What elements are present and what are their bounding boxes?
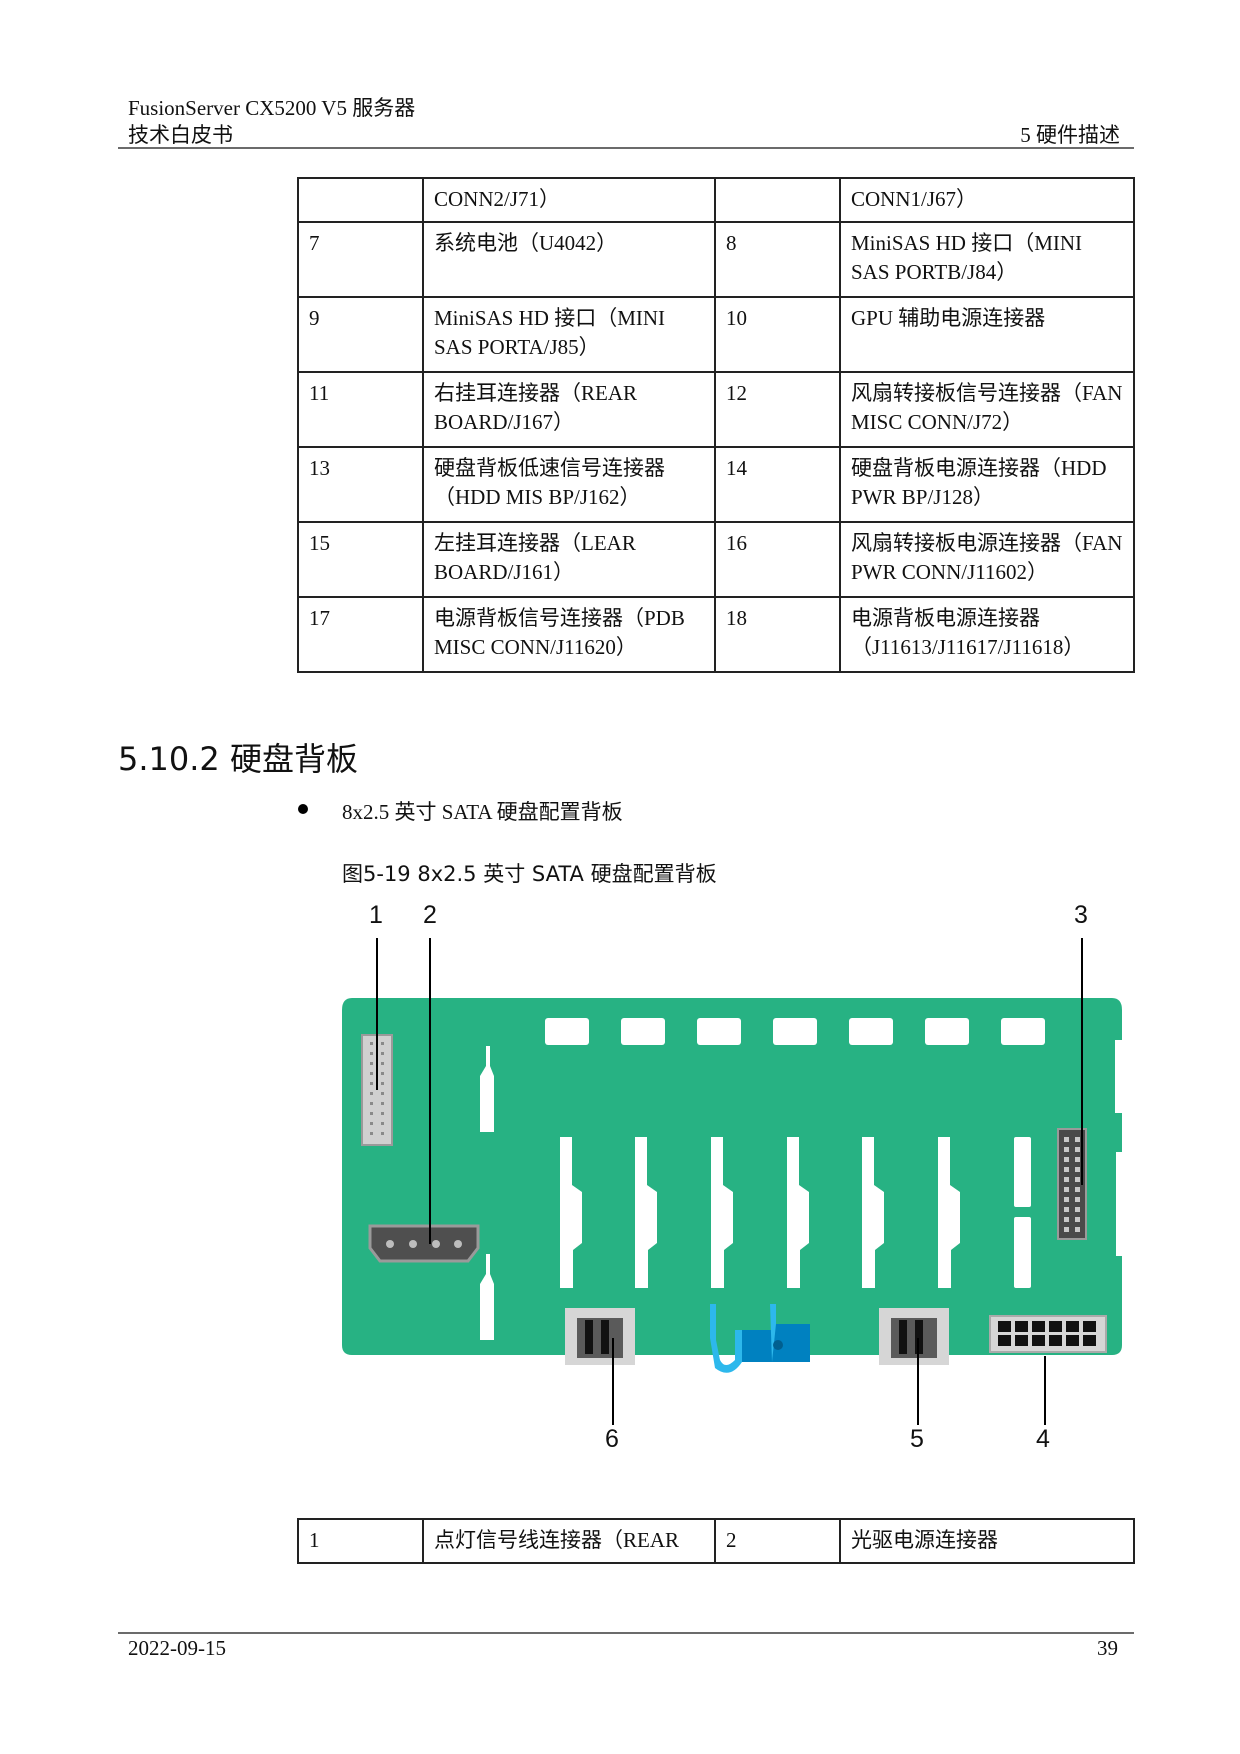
table-row: 17 电源背板信号连接器（PDB MISC CONN/J11620） 18 电源… — [297, 596, 1135, 673]
footer-date: 2022-09-15 — [128, 1636, 226, 1660]
header-rule — [118, 147, 1134, 149]
cell-num: 12 — [714, 371, 841, 448]
cell-desc: 电源背板信号连接器（PDB MISC CONN/J11620） — [422, 596, 716, 673]
cell-desc: 点灯信号线连接器（REAR — [422, 1518, 716, 1564]
cell-num: 8 — [714, 221, 841, 298]
cell-desc: 光驱电源连接器 — [839, 1518, 1135, 1564]
bullet-dot-icon — [298, 804, 308, 814]
cell-num: 7 — [297, 221, 424, 298]
table-row: 7 系统电池（U4042） 8 MiniSAS HD 接口（MINI SAS P… — [297, 221, 1135, 298]
footer-rule — [118, 1632, 1134, 1634]
cell-num — [714, 177, 841, 223]
cell-desc: 硬盘背板低速信号连接器（HDD MIS BP/J162） — [422, 446, 716, 523]
table-row: 1 点灯信号线连接器（REAR 2 光驱电源连接器 — [297, 1518, 1135, 1564]
cell-desc: CONN1/J67） — [839, 177, 1135, 223]
callout-4: 4 — [1036, 1425, 1050, 1453]
callout-5: 5 — [910, 1425, 924, 1453]
figure-caption: 图5-19 8x2.5 英寸 SATA 硬盘配置背板 — [342, 862, 717, 886]
header-chapter: 5 硬件描述 — [1020, 123, 1120, 147]
table-row: 11 右挂耳连接器（REAR BOARD/J167） 12 风扇转接板信号连接器… — [297, 371, 1135, 448]
cell-num: 18 — [714, 596, 841, 673]
callout-2: 2 — [423, 901, 437, 929]
callout-3: 3 — [1074, 901, 1088, 929]
callout-1: 1 — [369, 901, 383, 929]
backplane-connector-table: 1 点灯信号线连接器（REAR 2 光驱电源连接器 — [297, 1518, 1135, 1564]
cell-num: 1 — [297, 1518, 424, 1564]
table-row: 15 左挂耳连接器（LEAR BOARD/J161） 16 风扇转接板电源连接器… — [297, 521, 1135, 598]
header-doc-type: 技术白皮书 — [128, 123, 233, 147]
cell-desc: 左挂耳连接器（LEAR BOARD/J161） — [422, 521, 716, 598]
table-row: CONN2/J71） CONN1/J67） — [297, 177, 1135, 223]
cell-num: 14 — [714, 446, 841, 523]
table-row: 13 硬盘背板低速信号连接器（HDD MIS BP/J162） 14 硬盘背板电… — [297, 446, 1135, 523]
table-row: 9 MiniSAS HD 接口（MINI SAS PORTA/J85） 10 G… — [297, 296, 1135, 373]
cell-desc: CONN2/J71） — [422, 177, 716, 223]
header-product: FusionServer CX5200 V5 服务器 — [128, 96, 416, 120]
cell-num: 2 — [714, 1518, 841, 1564]
page-number: 39 — [1097, 1636, 1118, 1660]
cell-num: 17 — [297, 596, 424, 673]
cell-num — [297, 177, 424, 223]
cell-num: 9 — [297, 296, 424, 373]
cell-num: 15 — [297, 521, 424, 598]
cell-desc: 电源背板电源连接器（J11613/J11617/J11618） — [839, 596, 1135, 673]
callout-6: 6 — [605, 1425, 619, 1453]
cell-desc: MiniSAS HD 接口（MINI SAS PORTB/J84） — [839, 221, 1135, 298]
cell-desc: 右挂耳连接器（REAR BOARD/J167） — [422, 371, 716, 448]
cell-desc: GPU 辅助电源连接器 — [839, 296, 1135, 373]
backplane-figure — [330, 890, 1140, 1460]
cell-desc: 风扇转接板信号连接器（FAN MISC CONN/J72） — [839, 371, 1135, 448]
cell-desc: MiniSAS HD 接口（MINI SAS PORTA/J85） — [422, 296, 716, 373]
cell-num: 16 — [714, 521, 841, 598]
cell-desc: 硬盘背板电源连接器（HDD PWR BP/J128） — [839, 446, 1135, 523]
cell-num: 10 — [714, 296, 841, 373]
bullet-text: 8x2.5 英寸 SATA 硬盘配置背板 — [342, 800, 623, 824]
connector-table: CONN2/J71） CONN1/J67） 7 系统电池（U4042） 8 Mi… — [297, 177, 1135, 673]
cell-num: 11 — [297, 371, 424, 448]
section-heading: 5.10.2 硬盘背板 — [118, 740, 358, 778]
cell-desc: 风扇转接板电源连接器（FAN PWR CONN/J11602） — [839, 521, 1135, 598]
cell-num: 13 — [297, 446, 424, 523]
cell-desc: 系统电池（U4042） — [422, 221, 716, 298]
